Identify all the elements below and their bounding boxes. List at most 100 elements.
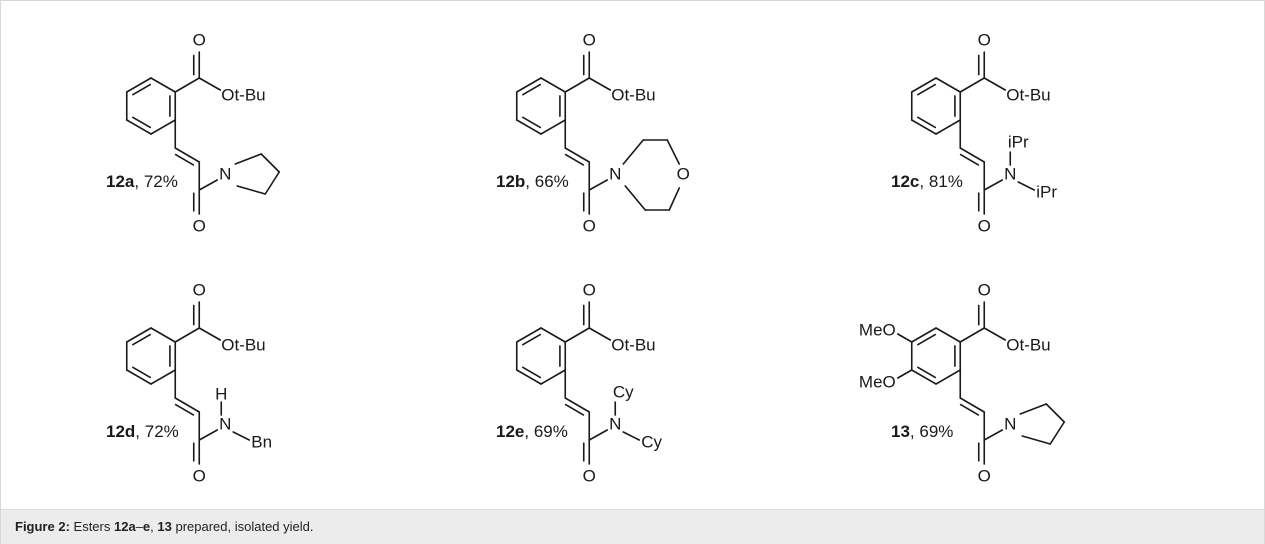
compound-yield: , 69% [524,422,567,441]
ester-carbonyl-oxygen: O [978,281,991,300]
morpholine-bond [668,187,681,211]
ester-bond [174,327,201,343]
caption-bold-13: 13 [157,519,172,534]
ring-bond-inner [132,333,152,346]
compound-id: 12e [496,422,524,441]
n-substituent-top: Cy [613,383,634,402]
ester-bond [174,77,201,93]
compound-yield: , 72% [135,422,178,441]
ring-bond [540,119,567,135]
ester-group: Ot-Bu [611,336,655,355]
alkene-double-bond-inner [564,403,585,416]
ring-bond-inner [132,83,152,96]
compound-id: 12a [106,172,135,191]
alkene-double-bond [959,397,986,413]
n-substituent-bond [622,431,641,441]
n-bn-bond [232,431,251,441]
ring-bond [150,327,177,343]
n-substituent-right: iPr [1036,183,1057,202]
compound-yield: , 72% [134,172,177,191]
ester-o-bond [588,327,612,341]
caption-bold-e: e [142,519,151,534]
amide-cn-bond [983,179,1004,191]
pyrrolidine-bond [1019,403,1048,415]
alkene-double-bond [174,397,201,413]
ring-bond [935,77,962,93]
ring-bond [540,369,567,385]
amide-nitrogen: N [609,165,621,184]
yield-label: 12c, 81% [891,172,963,191]
figure-caption: Figure 2: Esters 12a–e, 13 prepared, iso… [15,519,314,534]
caption-text-2: – [135,519,143,534]
amide-cn-bond [198,429,219,441]
compound-id: 12c [891,172,919,191]
ester-group: Ot-Bu [221,336,265,355]
compound-id: 12d [106,422,135,441]
ring-bond [125,77,152,93]
caption-text-1: Esters [69,519,114,534]
amide-oxygen: O [978,467,991,486]
amide-oxygen: O [583,217,596,236]
methoxy-group-1: MeO [859,321,896,340]
compound-yield: , 69% [910,422,953,441]
alkene-double-bond [564,397,591,413]
ester-carbonyl-oxygen: O [583,281,596,300]
morpholine-bond [622,139,645,165]
caption-prefix: Figure 2: [15,519,70,534]
ring-bond [150,119,177,135]
ester-carbonyl-oxygen: O [978,31,991,50]
alkene-double-bond [959,147,986,163]
ring-bond-inner [132,116,152,129]
amide-nitrogen: N [219,165,231,184]
ring-bond [125,119,152,135]
morpholine-oxygen: O [677,165,690,184]
ester-group: Ot-Bu [1006,336,1050,355]
ring-bond-inner [917,366,937,379]
morpholine-bond [666,139,681,165]
ring-bond [125,369,152,385]
ester-bond [564,77,591,93]
amide-oxygen: O [583,467,596,486]
ester-carbonyl-oxygen: O [193,31,206,50]
caption-bold-12a: 12a [113,519,136,534]
alkene-double-bond-inner [174,403,195,416]
benzyl-group: Bn [251,433,272,452]
yield-label: 12e, 69% [496,422,568,441]
ester-carbonyl-oxygen: O [193,281,206,300]
yield-label: 13, 69% [891,422,953,441]
ring-bond [910,77,937,93]
ring-bond [935,369,962,385]
ring-bond [150,369,177,385]
amide-hydrogen: H [215,385,227,404]
yield-label: 12d, 72% [106,422,179,441]
alkene-double-bond [174,147,201,163]
alkene-double-bond-inner [959,153,980,166]
ester-group: Ot-Bu [611,86,655,105]
alkene-double-bond-inner [959,403,980,416]
ring-bond [540,77,567,93]
ring-bond-inner [522,83,542,96]
amide-nitrogen: N [609,415,621,434]
ring-bond [515,369,542,385]
amide-oxygen: O [978,217,991,236]
n-substituent-top: iPr [1008,133,1029,152]
ring-bond [515,77,542,93]
amide-nitrogen: N [1004,415,1016,434]
yield-label: 12a, 72% [106,172,178,191]
pyrrolidine-bond [264,171,281,195]
amide-nitrogen: N [219,415,231,434]
methoxy-bond [896,333,913,343]
methoxy-group-2: MeO [859,373,896,392]
ring-bond-inner [522,366,542,379]
amide-oxygen: O [193,217,206,236]
ester-carbonyl-oxygen: O [583,31,596,50]
ester-bond [564,327,591,343]
caption-bar: Figure 2: Esters 12a–e, 13 prepared, iso… [1,509,1264,544]
ring-bond-inner [522,333,542,346]
ring-bond-inner [522,116,542,129]
ring-bond [125,327,152,343]
